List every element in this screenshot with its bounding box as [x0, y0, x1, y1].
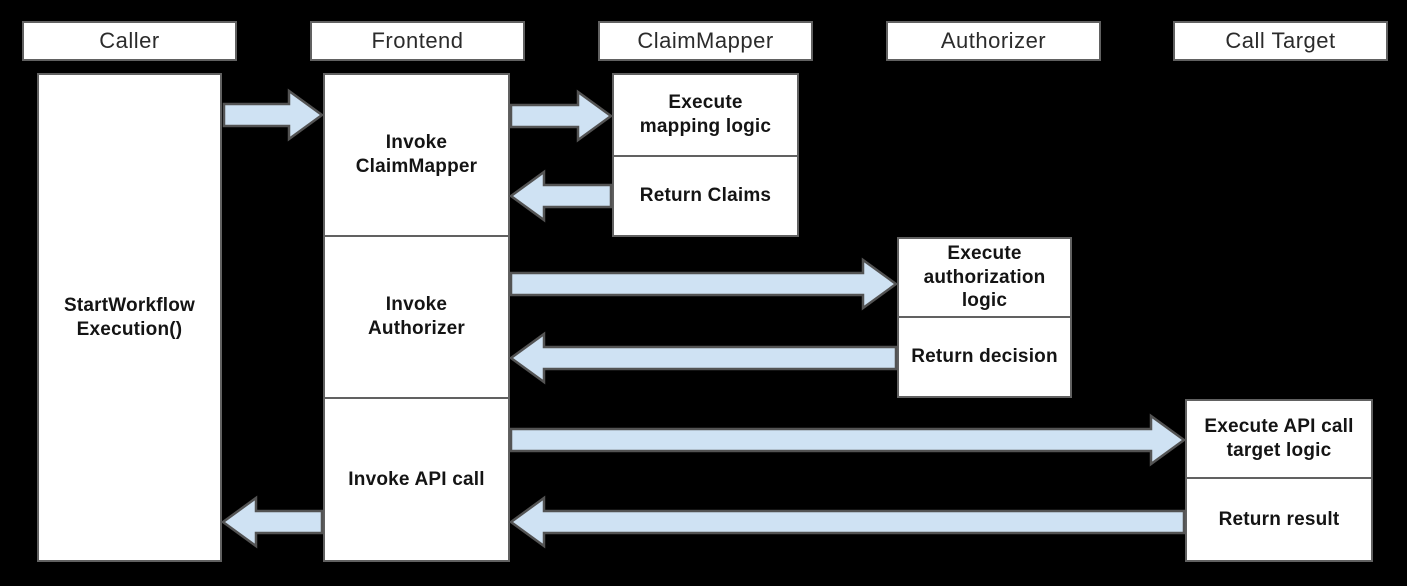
activity-label-return-decision: Return decision	[911, 346, 1058, 368]
activity-label-invoke-authorizer: Invoke Authorizer	[368, 294, 465, 339]
activity-authorizer-execute-authorization-logic: Execute authorization logic	[897, 237, 1072, 318]
activity-frontend-invoke-authorizer: Invoke Authorizer	[323, 235, 510, 399]
activity-authorizer-return-decision: Return decision	[897, 316, 1072, 398]
lifeline-label-caller: Caller	[99, 28, 160, 53]
lifeline-header-authorizer: Authorizer	[886, 21, 1101, 61]
lifeline-header-call-target: Call Target	[1173, 21, 1388, 61]
activity-frontend-invoke-claimmapper: Invoke ClaimMapper	[323, 73, 510, 237]
activity-label-execute-mapping-logic: Execute mapping logic	[639, 92, 772, 137]
arrow-caller-to-frontend	[222, 88, 325, 142]
activity-claimmapper-execute-mapping-logic: Execute mapping logic	[612, 73, 799, 157]
activity-label-invoke-api-call: Invoke API call	[348, 468, 485, 490]
lifeline-header-claimmapper: ClaimMapper	[598, 21, 813, 61]
activity-label-invoke-claimmapper: Invoke ClaimMapper	[355, 132, 478, 177]
activity-claimmapper-return-claims: Return Claims	[612, 155, 799, 237]
arrow-claimmapper-to-frontend	[508, 169, 613, 223]
activity-calltarget-execute-api-call-target-logic: Execute API call target logic	[1185, 399, 1373, 479]
lifeline-label-call-target: Call Target	[1225, 28, 1336, 53]
lifeline-label-claimmapper: ClaimMapper	[637, 28, 774, 53]
lifeline-header-frontend: Frontend	[310, 21, 525, 61]
lifeline-label-frontend: Frontend	[371, 28, 464, 53]
activity-caller-startworkflowexecution: StartWorkflow Execution()	[37, 73, 222, 562]
arrow-calltarget-to-frontend	[508, 495, 1186, 549]
arrow-frontend-to-caller	[220, 495, 324, 549]
activity-label-return-result: Return result	[1218, 508, 1340, 530]
lifeline-label-authorizer: Authorizer	[940, 28, 1047, 53]
activity-label-startworkflowexecution: StartWorkflow Execution()	[63, 294, 196, 340]
activity-calltarget-return-result: Return result	[1185, 477, 1373, 562]
activity-label-return-claims: Return Claims	[639, 185, 772, 207]
arrow-frontend-to-authorizer	[509, 257, 899, 311]
activity-label-execute-authorization-logic: Execute authorization logic	[923, 242, 1046, 312]
activity-frontend-invoke-api-call: Invoke API call	[323, 397, 510, 562]
lifeline-header-caller: Caller	[22, 21, 237, 61]
arrow-frontend-to-claimmapper	[509, 89, 614, 143]
arrow-authorizer-to-frontend	[508, 331, 898, 385]
arrow-frontend-to-calltarget	[509, 413, 1187, 467]
activity-label-execute-api-call-target-logic: Execute API call target logic	[1204, 416, 1354, 461]
